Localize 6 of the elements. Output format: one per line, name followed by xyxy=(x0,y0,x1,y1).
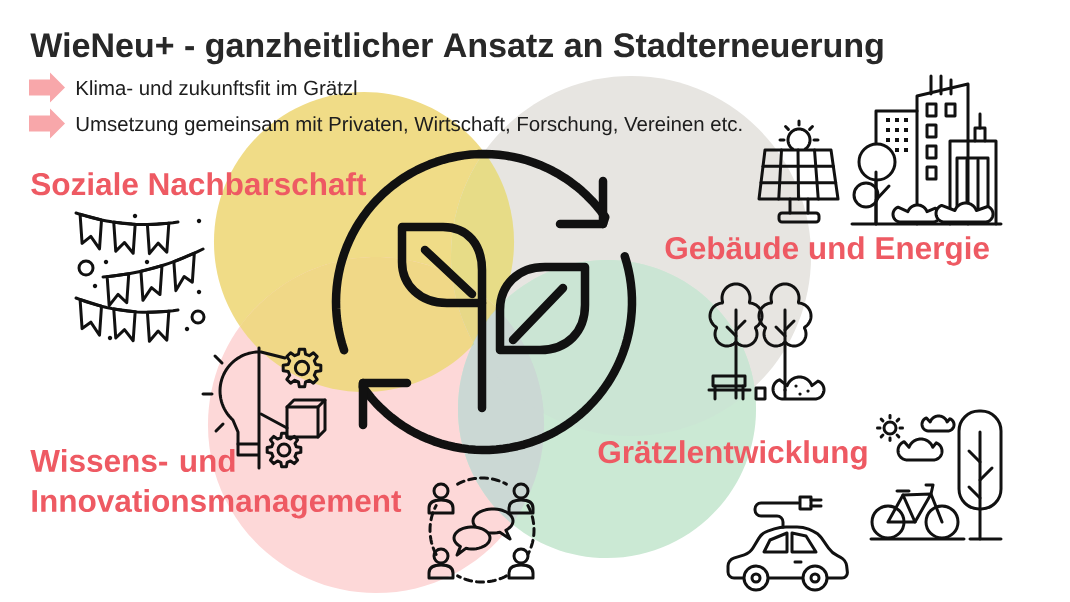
heading: Grätzlentwicklung xyxy=(598,440,867,470)
heading: Gebäude und Energie xyxy=(665,236,989,266)
heading: Wissens- und Innovationsmanagement xyxy=(30,448,402,519)
title: WieNeu+ - ganzheitlicher Ansatz an Stadterneuerung xyxy=(30,32,883,65)
bullet-text: Umsetzung gemeinsam mit Privaten, Wirtschaft, Forschung, Vereinen etc. xyxy=(76,116,742,136)
bullet-text: Klima- und zukunftsfit im Grätzl xyxy=(76,80,357,96)
